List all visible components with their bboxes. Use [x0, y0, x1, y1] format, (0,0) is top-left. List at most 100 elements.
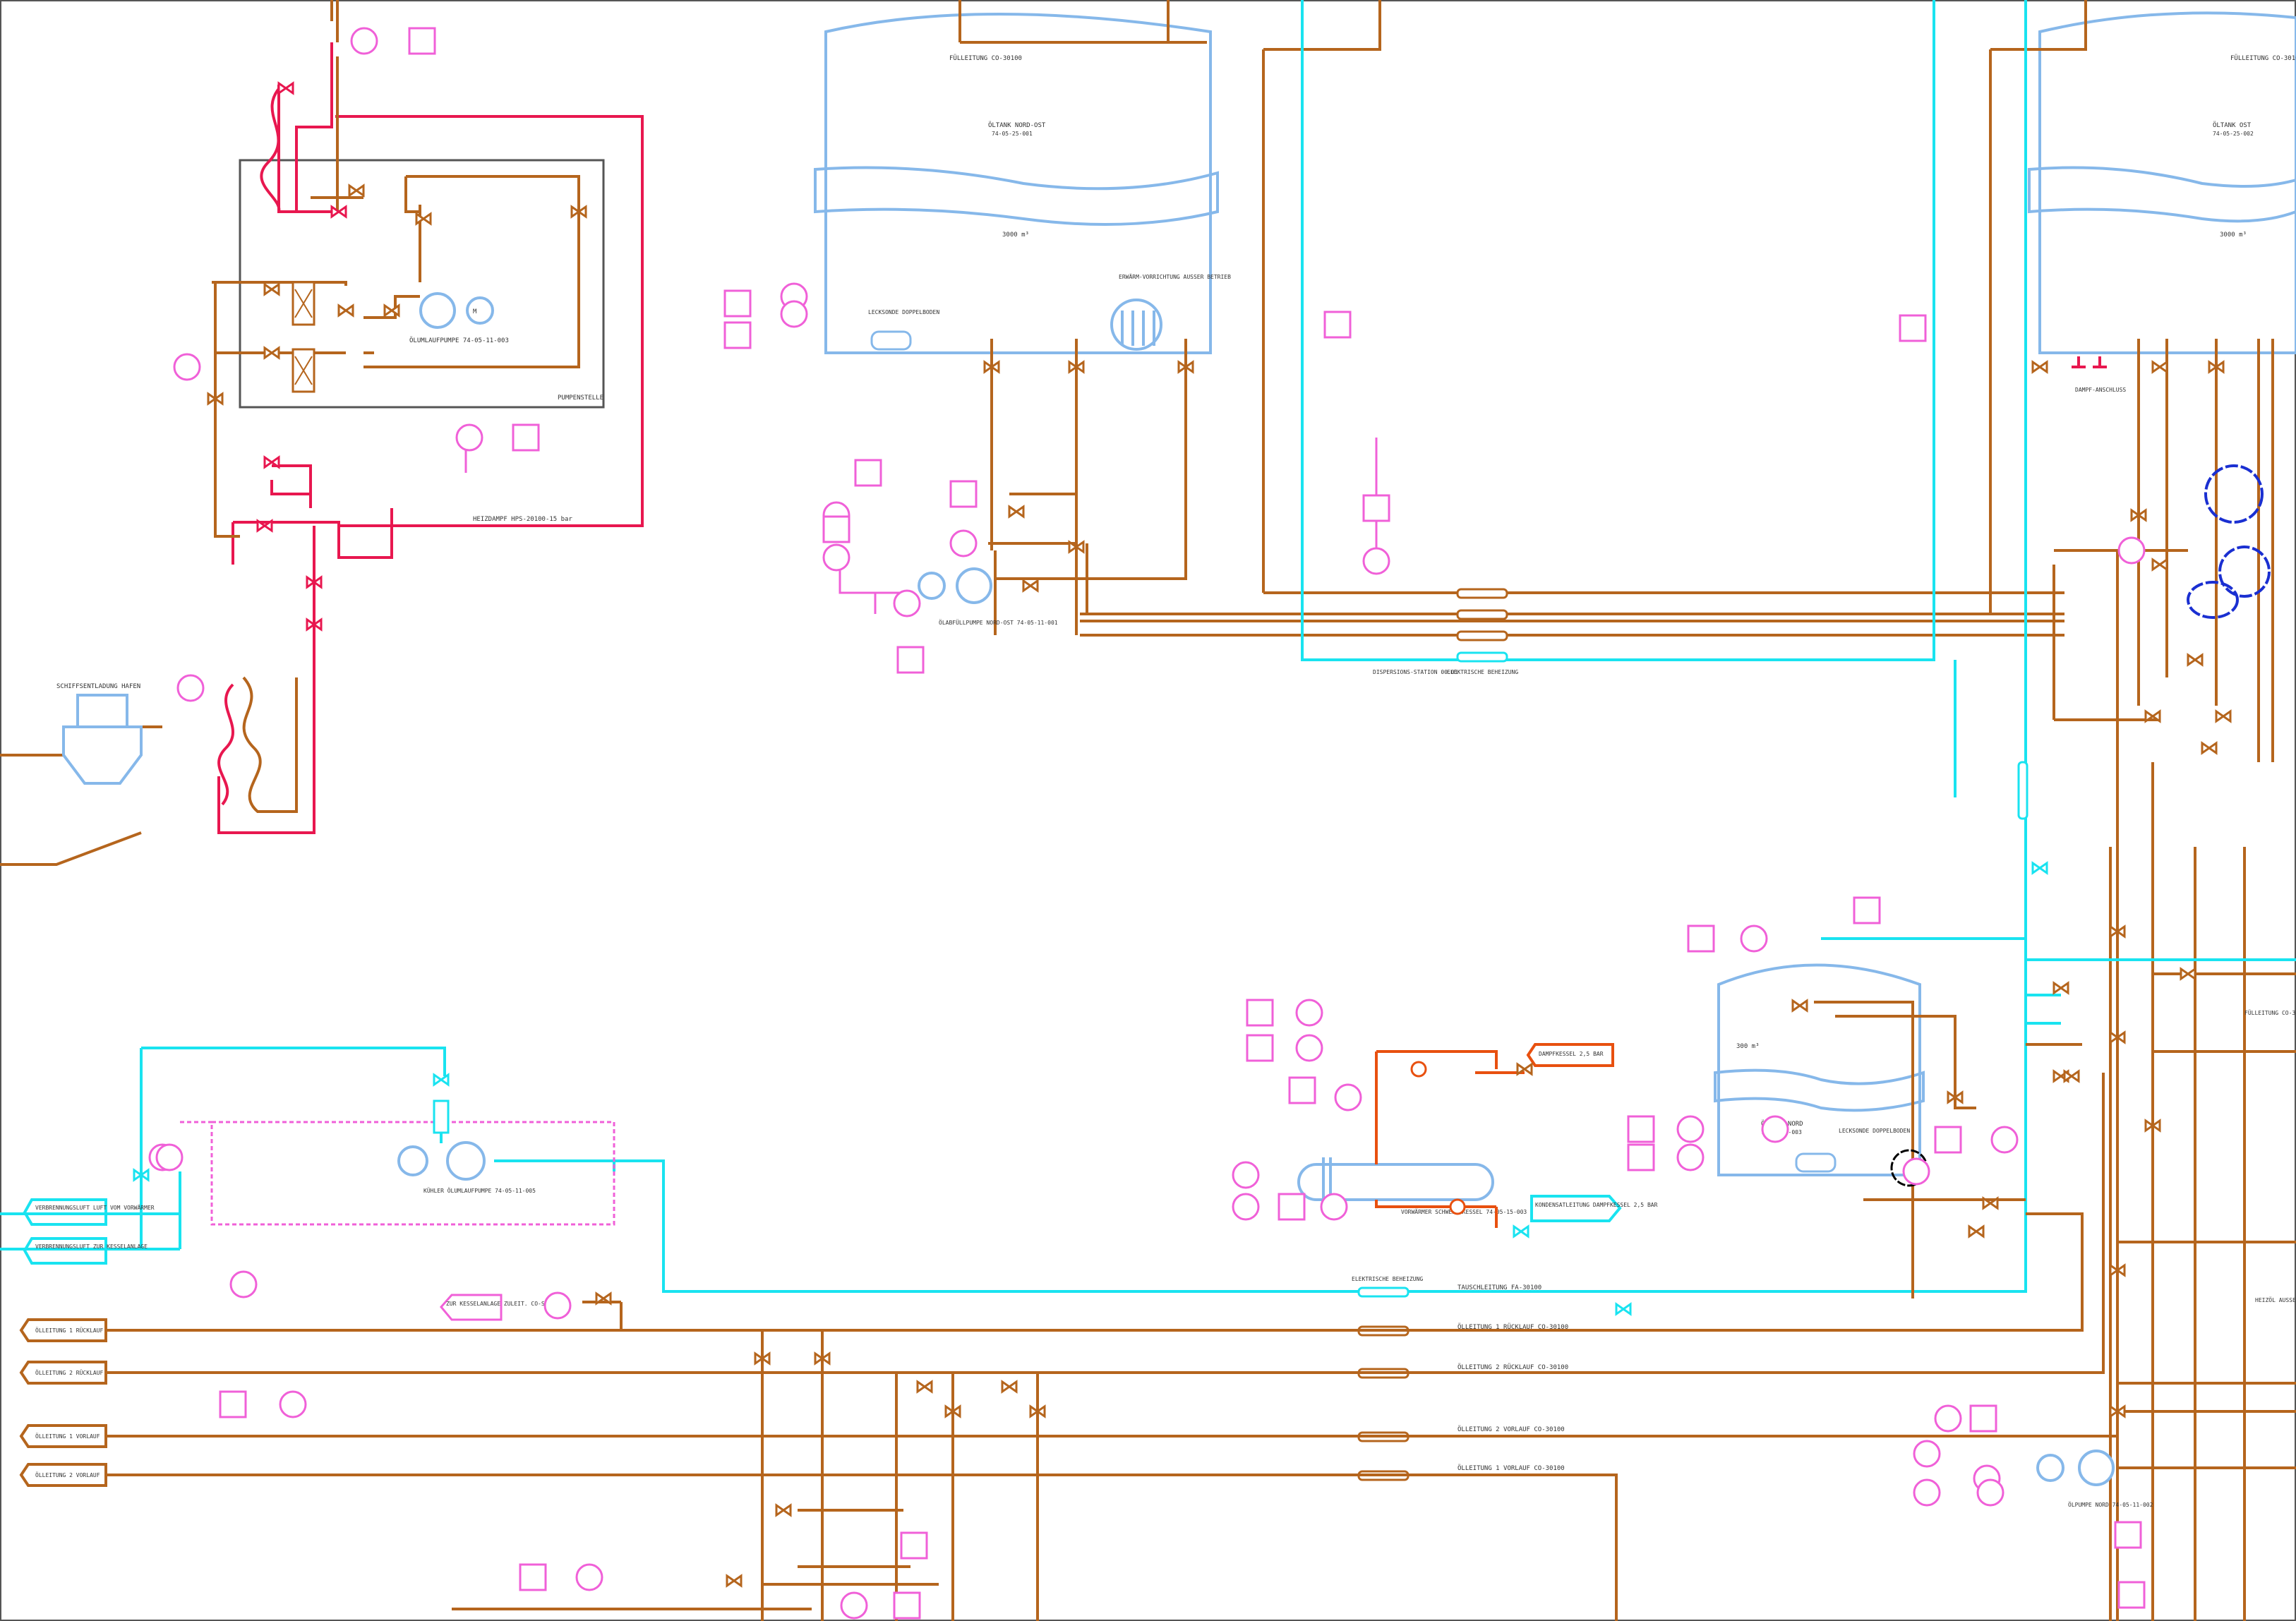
heater-label: ERWÄRM-VORRICHTUNG AUSSER BETRIEB: [1119, 273, 1231, 280]
instrument-bubble: [854, 459, 882, 487]
tank-b-fill: FÜLLEITUNG CO-30100: [2230, 54, 2296, 62]
instrument-bubble: [1902, 1157, 1930, 1186]
instrument-bubble: [1295, 1034, 1323, 1062]
valve-icon: [415, 212, 432, 226]
instrument-bubble: [229, 1270, 258, 1298]
line-label-fa: TAUSCHLEITUNG FA-30100: [1457, 1284, 1541, 1291]
line-label-ol2v: ÖLLEITUNG 2 VORLAUF CO-30100: [1457, 1426, 1565, 1433]
line-label-ol2r: ÖLLEITUNG 2 RÜCKLAUF CO-30100: [1457, 1363, 1568, 1371]
instrument-bubble: [1853, 896, 1881, 924]
instrument-bubble: [1627, 1115, 1655, 1143]
valve-icon: [2151, 360, 2168, 374]
instrument-bubble: [723, 289, 752, 318]
instrument-bubble: [1323, 311, 1352, 339]
instrument-bubble: [949, 480, 978, 508]
instrument-bubble: [519, 1563, 547, 1591]
instrument-bubbles: [148, 27, 2146, 1620]
valve-icon: [306, 575, 323, 589]
trace-label: ELEKTRISCHE BEHEIZUNG: [1447, 669, 1518, 675]
instrument-bubble: [279, 1390, 307, 1418]
valve-icon: [207, 392, 224, 406]
valve-icon: [726, 1574, 743, 1588]
valve-icon: [2180, 967, 2196, 981]
cooler-pump-label: KÜHLER ÖLUMLAUFPUMPE 74-05-11-005: [423, 1187, 536, 1194]
disp-label-1: DISPERSIONS-STATION 00.01: [1373, 669, 1458, 675]
terminal-2: ÖLLEITUNG 2 RÜCKLAUF: [35, 1369, 104, 1376]
valve-icon: [1615, 1302, 1632, 1316]
valve-icon: [337, 303, 354, 318]
svg-text:M: M: [473, 308, 477, 315]
outlet-pump: ÖLPUMPE NORD 74-05-11-002 HEIZÖL AUSSER …: [2036, 1296, 2296, 1508]
instrument-bubble: [408, 27, 436, 55]
tank-b-shell: [2038, 11, 2296, 354]
valve-icon: [570, 205, 587, 219]
valve-icon: [2144, 1119, 2161, 1133]
ship-unloading-label: SCHIFFSENTLADUNG HAFEN: [56, 683, 140, 690]
valve-icon: [1068, 540, 1085, 554]
instrument-bubble: [1913, 1478, 1941, 1507]
steam-header-label: HEIZDAMPF HPS-20100-15 bar: [473, 516, 572, 523]
valve-icon: [2208, 360, 2225, 374]
outlet-pump-label: ÖLPUMPE NORD 74-05-11-002: [2068, 1501, 2153, 1508]
instrument-bubble: [1232, 1193, 1260, 1221]
valve-icon: [2052, 981, 2069, 995]
tank-b-name: ÖLTANK OST: [2213, 121, 2252, 129]
instrument-bubble: [1320, 1193, 1348, 1221]
valve-icon: [2031, 360, 2048, 374]
valve-icon: [1068, 360, 1085, 374]
valves: [133, 81, 2232, 1588]
valve-icon: [916, 1380, 933, 1394]
valve-icon: [263, 346, 280, 360]
instrument-bubble: [1362, 494, 1390, 522]
instrument-bubble: [893, 589, 921, 617]
valve-icon: [348, 183, 365, 198]
instrument-bubble: [1334, 1083, 1362, 1111]
valve-icon: [1516, 1062, 1533, 1076]
instrument-bubble: [1627, 1143, 1655, 1171]
valve-icon: [263, 282, 280, 296]
valve-icon: [133, 1168, 150, 1182]
heater-a: [1110, 299, 1162, 351]
instrument-bubble: [1676, 1143, 1705, 1171]
valve-icon: [1008, 505, 1025, 519]
terminal-steam: DAMPFKESSEL 2,5 BAR: [1539, 1051, 1604, 1057]
tank-a-volume: 3000 m³: [1002, 231, 1029, 239]
instrument-bubble: [1676, 1115, 1705, 1143]
tank-nord-volume: 300 m³: [1736, 1043, 1760, 1050]
instrument-bubble: [1288, 1076, 1316, 1104]
valve-icon: [1791, 999, 1808, 1013]
instrument-bubble: [1687, 924, 1715, 953]
transfer-pump-label: ÖLABFÜLLPUMPE NORD-OST 74-05-11-001: [939, 619, 1058, 626]
valve-icon: [1982, 1196, 1999, 1210]
valve-icon: [2187, 653, 2204, 667]
terminal-3: ÖLLEITUNG 1 VORLAUF: [35, 1433, 100, 1440]
terminal-4: ÖLLEITUNG 2 VORLAUF: [35, 1471, 100, 1478]
instrument-bubble: [780, 300, 808, 328]
valve-icon: [1177, 360, 1194, 374]
fuel-pump-motor: [466, 296, 494, 325]
instrument-bubble: [512, 423, 540, 452]
filter-2: [291, 348, 315, 393]
pump-station-area: PUMPENSTELLE M ÖLUMLAUFPUMPE 74-05-11-00…: [0, 0, 644, 866]
fuel-pump-label: ÖLUMLAUFPUMPE 74-05-11-003: [409, 337, 509, 344]
valve-icon: [2130, 508, 2147, 522]
instrument-bubble: [1976, 1478, 2005, 1507]
preheater: VORWÄRMER SCHWERÖLKESSEL 74-05-15-003: [1297, 1050, 1527, 1228]
terminal-burner: ZUR KESSELANLAGE ZULEIT. CO-S-002: [446, 1301, 558, 1307]
valve-icon: [2063, 1069, 2080, 1083]
instrument-bubble: [723, 321, 752, 349]
valve-icon: [814, 1351, 831, 1366]
valve-icon: [263, 455, 280, 469]
valve-icon: [1001, 1380, 1018, 1394]
valve-icon: [2109, 924, 2126, 939]
trace-label-2: ELEKTRISCHE BEHEIZUNG: [1352, 1276, 1423, 1282]
line-label-ol1v: ÖLLEITUNG 1 VORLAUF CO-30100: [1457, 1464, 1565, 1472]
tank-a-fill: FÜLLEITUNG CO-30100: [949, 54, 1022, 62]
instrument-bubble: [1295, 999, 1323, 1027]
instrument-bubble: [2117, 536, 2146, 565]
instrument-bubble: [543, 1291, 572, 1320]
valve-icon: [306, 617, 323, 632]
instrument-bubble: [455, 423, 483, 452]
